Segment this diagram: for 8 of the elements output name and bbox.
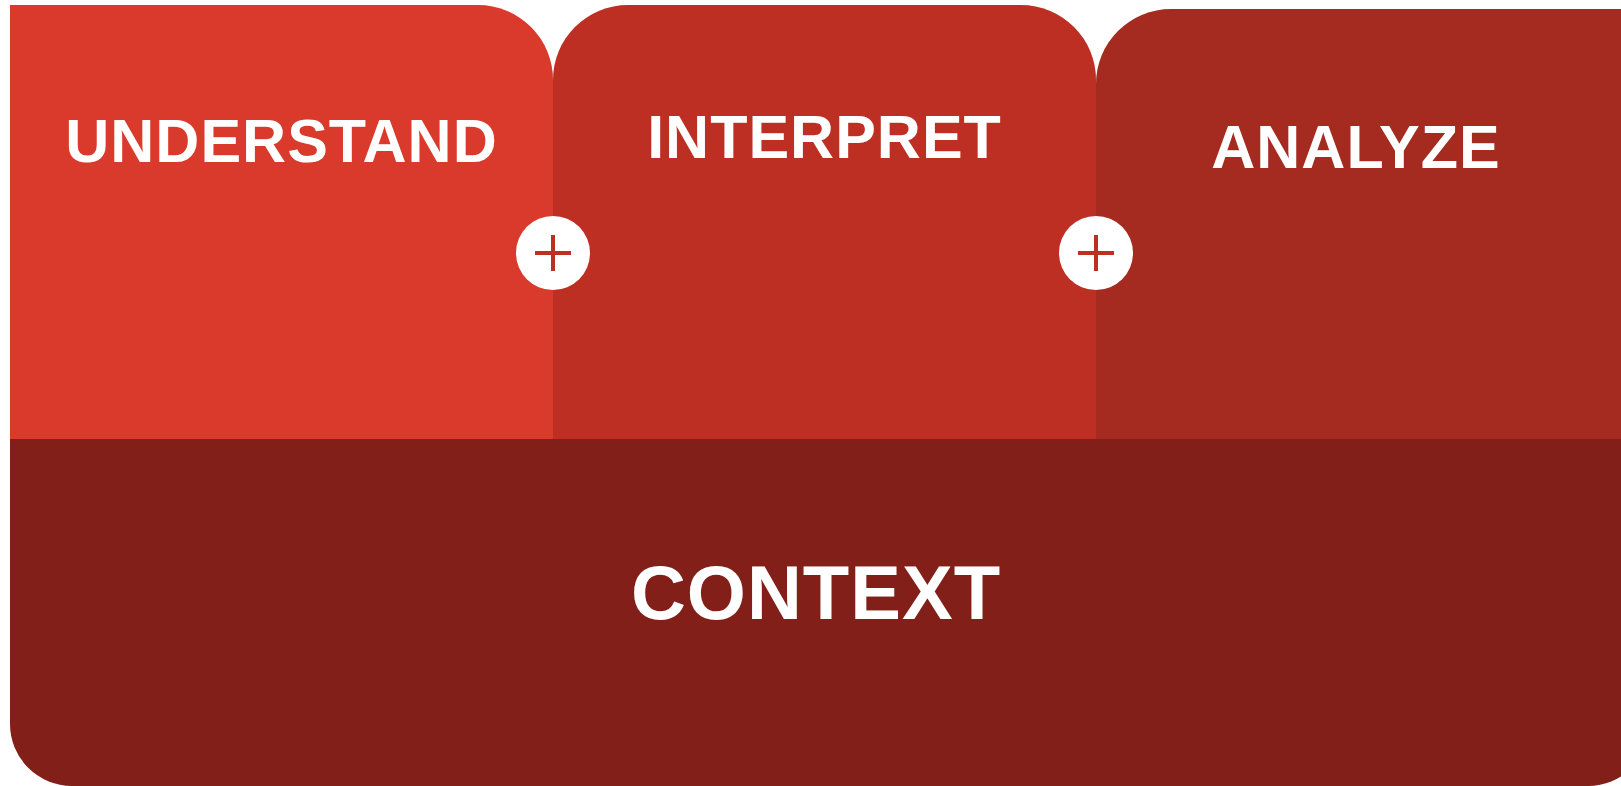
section-panel — [553, 5, 1096, 439]
section-title: UNDERSTAND — [65, 111, 498, 172]
section-title: INTERPRET — [647, 107, 1002, 168]
section-panel — [10, 439, 1621, 786]
section-panel — [1096, 9, 1621, 439]
section-title: CONTEXT — [630, 555, 1002, 631]
section-title: ANALYZE — [1211, 117, 1501, 178]
section-panel — [10, 5, 553, 439]
